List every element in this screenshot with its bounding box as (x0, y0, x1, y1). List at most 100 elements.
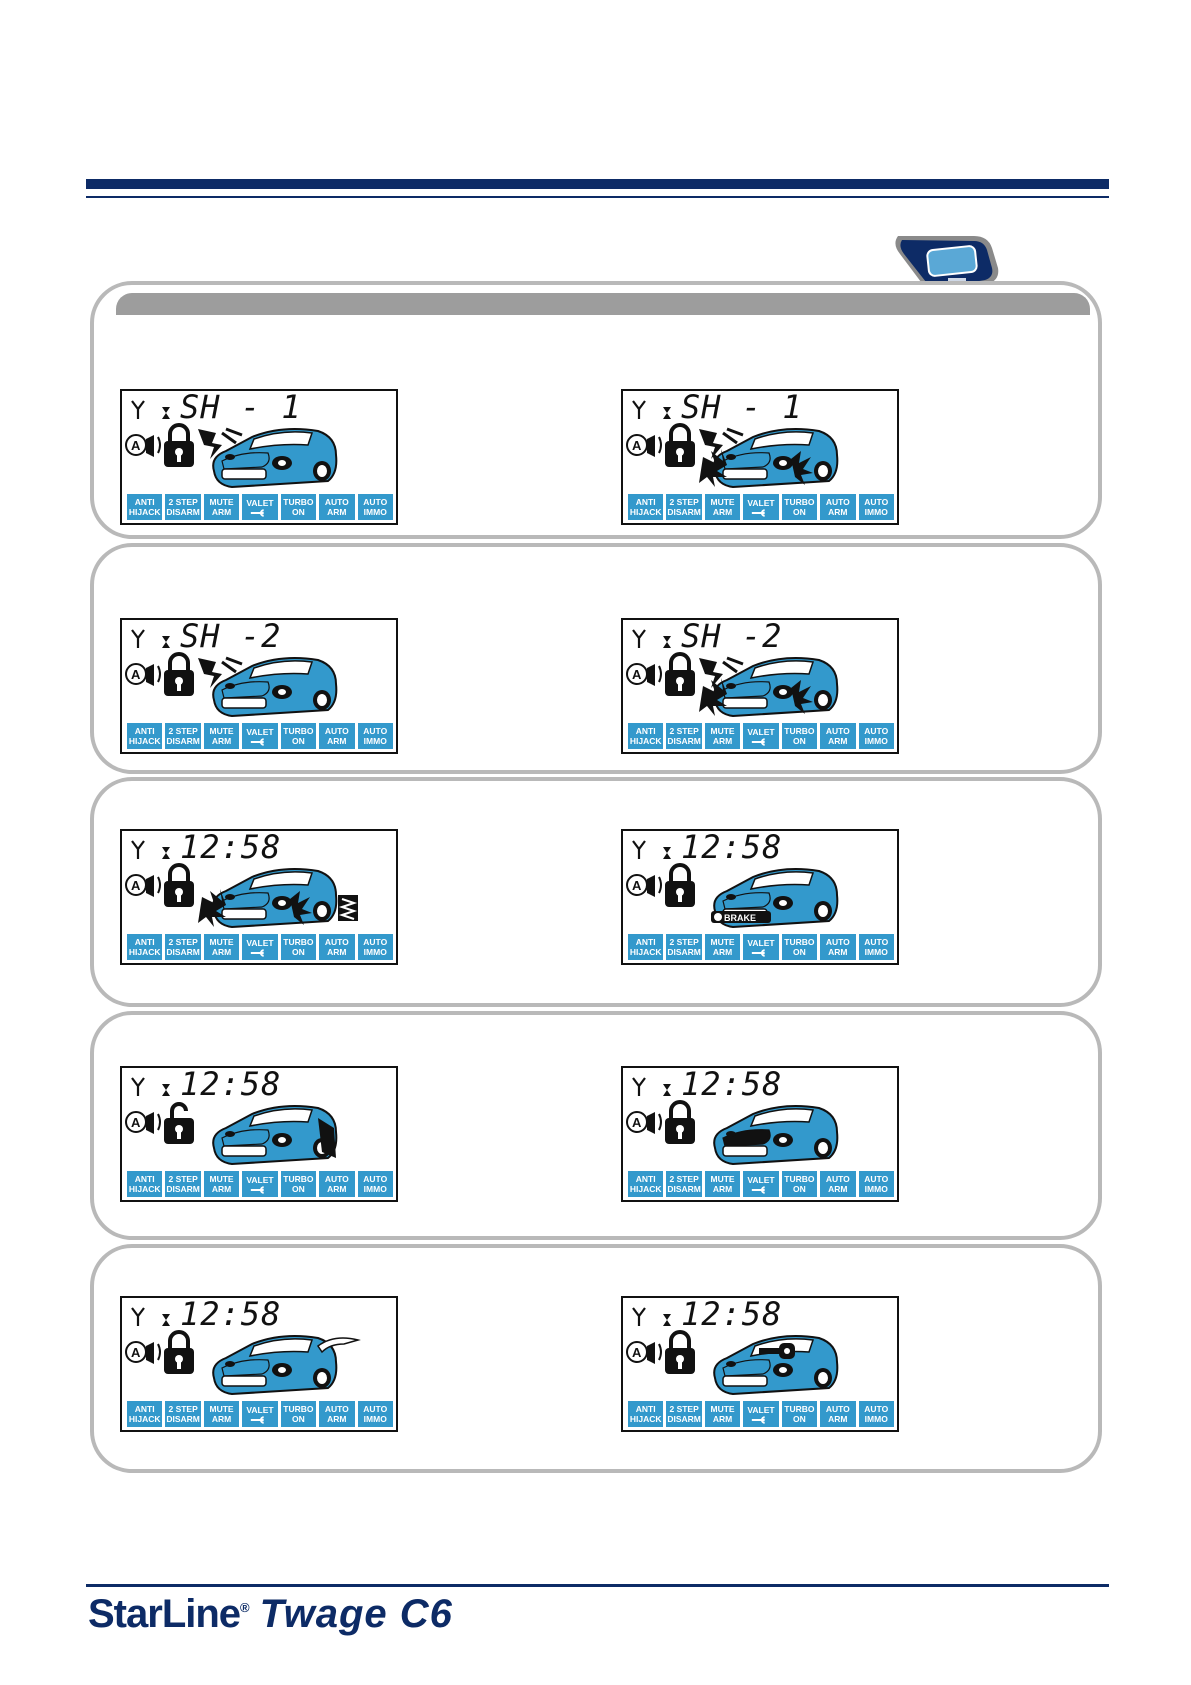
indicator-line1: AUTO (363, 937, 388, 947)
indicator-line1: AUTO (825, 726, 850, 736)
indicator-line2: DISARM (166, 1414, 200, 1424)
indicator-line2: DISARM (667, 736, 701, 746)
indicator-line1: MUTE (710, 937, 735, 947)
car-icon (713, 868, 839, 929)
shock-sensor-icon (198, 427, 243, 459)
indicator-line2: HIJACK (128, 507, 161, 517)
indicator-line2: ARM (327, 1414, 347, 1424)
indicator-line1: TURBO (784, 1174, 815, 1184)
indicator-line1: 2 STEP (168, 937, 198, 947)
indicator-line1: ANTI (134, 1174, 155, 1184)
indicator-line2: HIJACK (629, 507, 662, 517)
lcd-display-text: SH - 1 (180, 389, 302, 426)
lcd-indicator: VALET (242, 1401, 278, 1427)
indicator-line2: ARM (712, 947, 733, 957)
lcd-display-text: 12:58 (180, 1066, 282, 1103)
indicator-line1: MUTE (209, 726, 234, 736)
remote-fob-icon (895, 236, 999, 293)
lcd-display-text: 12:58 (681, 1296, 783, 1333)
indicator-line1: AUTO (324, 1174, 349, 1184)
antenna-icon (632, 1307, 646, 1326)
shock-burst-icon (699, 449, 727, 487)
brand-name: StarLine (88, 1592, 241, 1636)
shock-sensor-icon (198, 656, 243, 688)
indicator-line2: ARM (211, 1414, 232, 1424)
svg-text:A: A (632, 1345, 642, 1360)
indicator-line1: MUTE (710, 1174, 735, 1184)
svg-text:A: A (632, 878, 642, 893)
indicator-line2: IMMO (864, 507, 888, 517)
indicator-line2: ARM (327, 947, 347, 957)
antenna-icon (131, 1307, 145, 1326)
indicator-line1: VALET (246, 1404, 274, 1415)
indicator-line1: TURBO (784, 937, 815, 947)
lock-icon (665, 423, 695, 467)
registered-mark: ® (240, 1600, 250, 1615)
indicator-line2: ARM (211, 947, 232, 957)
antenna-icon (131, 629, 145, 648)
svg-text:A: A (632, 1115, 642, 1130)
lcd-status-icons: A (626, 423, 839, 489)
lcd-indicator: VALET (743, 1171, 779, 1197)
siren-icon: A (125, 1341, 161, 1364)
indicator-line2: DISARM (667, 1414, 701, 1424)
hourglass-icon (663, 1084, 671, 1096)
lcd-indicator: VALET (743, 494, 779, 520)
indicator-line1: AUTO (825, 497, 850, 507)
indicator-line2: IMMO (864, 1414, 888, 1424)
antenna-icon (632, 1077, 646, 1096)
indicator-line1: 2 STEP (669, 937, 699, 947)
indicator-line2: IMMO (363, 736, 387, 746)
indicator-line2: ON (292, 736, 305, 746)
indicator-line2: IMMO (864, 736, 888, 746)
siren-icon: A (125, 663, 161, 686)
model-name: Twage C6 (259, 1592, 453, 1636)
indicator-line2: ARM (211, 507, 232, 517)
indicator-line1: ANTI (635, 1174, 656, 1184)
indicator-line1: TURBO (283, 726, 314, 736)
indicator-line1: MUTE (209, 497, 234, 507)
hourglass-icon (162, 847, 170, 859)
indicator-line1: MUTE (710, 1404, 735, 1414)
indicator-line2: ARM (828, 947, 848, 957)
hourglass-icon (162, 1314, 170, 1326)
header-rule-thick (86, 179, 1109, 189)
indicator-line1: VALET (246, 497, 274, 508)
trunk-open-icon (316, 1337, 361, 1354)
lock-icon (164, 863, 194, 907)
indicator-line1: ANTI (635, 937, 656, 947)
lcd-status-icons: A (626, 1100, 839, 1166)
indicator-line1: VALET (747, 726, 775, 737)
indicator-line1: MUTE (209, 1174, 234, 1184)
shock-burst-icon (198, 889, 226, 927)
indicator-line1: AUTO (825, 937, 850, 947)
indicator-line1: ANTI (635, 726, 656, 736)
indicator-line2: ON (793, 1184, 806, 1194)
siren-icon: A (626, 434, 662, 457)
indicator-line2: HIJACK (128, 1414, 161, 1424)
siren-icon: A (626, 874, 662, 897)
wrench-icon (751, 1185, 765, 1194)
indicator-line2: DISARM (166, 507, 200, 517)
antenna-icon (632, 400, 646, 419)
indicator-line2: ARM (712, 507, 733, 517)
